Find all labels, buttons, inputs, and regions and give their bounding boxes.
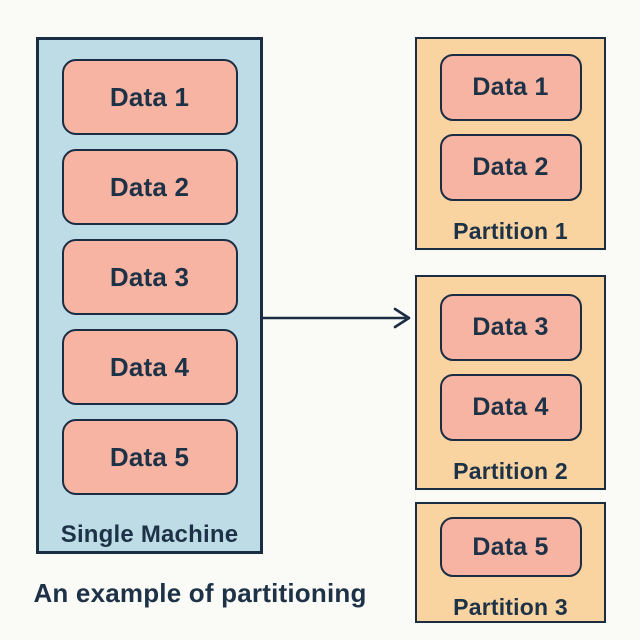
- machine-data-label-2: Data 2: [109, 171, 190, 202]
- machine-data-label-4: Data 4: [109, 351, 190, 382]
- partition-3-label: Partition 3: [453, 594, 568, 620]
- machine-data-label-3: Data 3: [109, 261, 190, 292]
- partition-2-box: Data 3 Data 4 Partition 2: [415, 275, 606, 490]
- partition-2-label: Partition 2: [453, 458, 568, 484]
- machine-data-label-1: Data 1: [109, 81, 190, 112]
- partition-2-data-label-2: Data 4: [472, 393, 549, 421]
- machine-data-label-5: Data 5: [109, 441, 190, 472]
- partition-1-label: Partition 1: [453, 218, 568, 244]
- single-machine-box: Data 1 Data 2 Data 3 Data 4 Data 5 Singl…: [36, 37, 263, 554]
- machine-data-box-3: Data 3: [61, 239, 238, 315]
- partition-2-data-box-1: Data 3: [439, 294, 582, 361]
- partition-1-data-box-2: Data 2: [439, 134, 582, 201]
- diagram-caption: An example of partitioning: [33, 578, 367, 608]
- partition-3-data-label-1: Data 5: [472, 532, 549, 561]
- partition-1-data-label-2: Data 2: [472, 153, 549, 181]
- machine-data-box-5: Data 5: [61, 419, 238, 495]
- machine-data-box-1: Data 1: [61, 59, 238, 135]
- partition-3-box: Data 5 Partition 3: [415, 502, 606, 623]
- partition-2-data-label-1: Data 3: [472, 313, 549, 341]
- machine-data-box-4: Data 4: [61, 329, 238, 405]
- single-machine-label: Single Machine: [60, 521, 239, 548]
- partition-1-data-box-1: Data 1: [439, 54, 582, 121]
- partition-2-data-box-2: Data 4: [439, 374, 582, 441]
- partition-1-data-label-1: Data 1: [472, 73, 549, 101]
- machine-data-box-2: Data 2: [61, 149, 238, 225]
- partition-3-data-box-1: Data 5: [439, 517, 582, 577]
- partition-arrow-icon: [261, 307, 411, 329]
- partition-1-box: Data 1 Data 2 Partition 1: [415, 37, 606, 250]
